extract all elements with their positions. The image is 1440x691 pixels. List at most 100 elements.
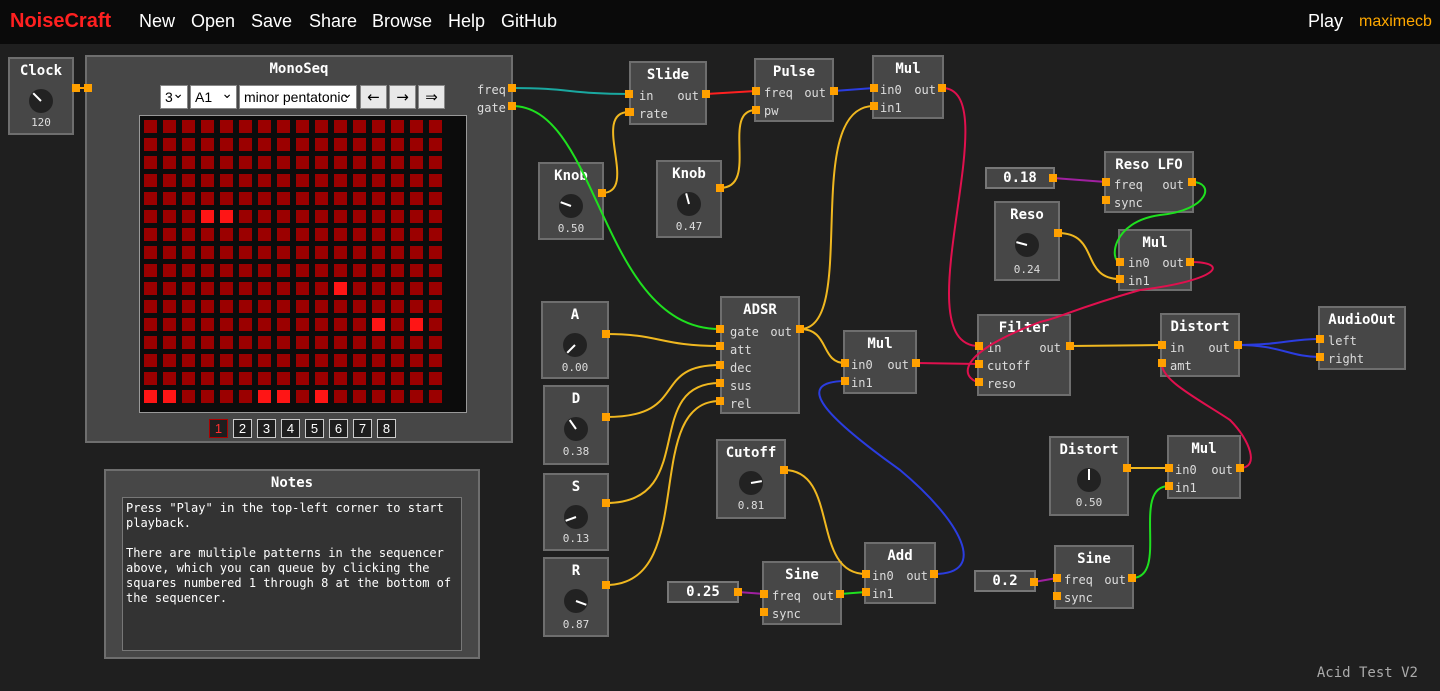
sequencer-cell[interactable] (334, 282, 347, 295)
sequencer-cell[interactable] (277, 174, 290, 187)
monoseq-node[interactable]: MonoSeq 3 A1 minor pentatonic ← → ⇒ 1234… (85, 55, 513, 443)
sequencer-cell[interactable] (296, 138, 309, 151)
sequencer-cell[interactable] (315, 264, 328, 277)
sequencer-cell[interactable] (372, 228, 385, 241)
sequencer-cell[interactable] (201, 156, 214, 169)
sequencer-cell[interactable] (220, 210, 233, 223)
sequencer-cell[interactable] (258, 210, 271, 223)
mul-node-mid[interactable]: Mul in0 in1 out (843, 330, 917, 394)
sequencer-cell[interactable] (429, 156, 442, 169)
sequencer-cell[interactable] (239, 138, 252, 151)
username-link[interactable]: maximecb (1359, 13, 1432, 30)
sequencer-cell[interactable] (144, 336, 157, 349)
sequencer-cell[interactable] (277, 192, 290, 205)
sequencer-cell[interactable] (315, 246, 328, 259)
sequencer-cell[interactable] (258, 318, 271, 331)
sequencer-cell[interactable] (410, 120, 423, 133)
sequencer-cell[interactable] (277, 318, 290, 331)
scale-select[interactable]: minor pentatonic (239, 82, 357, 109)
sequencer-cell[interactable] (372, 372, 385, 385)
sequencer-cell[interactable] (296, 300, 309, 313)
sequencer-cell[interactable] (429, 282, 442, 295)
menu-browse[interactable]: Browse (372, 11, 433, 31)
pattern-button-4[interactable]: 4 (281, 419, 300, 438)
sequencer-cell[interactable] (144, 282, 157, 295)
sequencer-cell[interactable] (315, 192, 328, 205)
sequencer-cell[interactable] (410, 336, 423, 349)
sequencer-cell[interactable] (201, 138, 214, 151)
sequencer-cell[interactable] (429, 138, 442, 151)
knob-node-2[interactable]: Knob 0.47 (656, 160, 722, 238)
sequencer-cell[interactable] (429, 210, 442, 223)
sequencer-cell[interactable] (201, 246, 214, 259)
pattern-button-3[interactable]: 3 (257, 419, 276, 438)
sequencer-cell[interactable] (391, 210, 404, 223)
knob-dial[interactable] (559, 194, 583, 218)
sequencer-cell[interactable] (429, 246, 442, 259)
sequencer-cell[interactable] (182, 282, 195, 295)
sequencer-cell[interactable] (410, 390, 423, 403)
sequencer-cell[interactable] (201, 372, 214, 385)
sequencer-cell[interactable] (429, 192, 442, 205)
sequencer-cell[interactable] (429, 390, 442, 403)
sequencer-cell[interactable] (372, 354, 385, 367)
sequencer-cell[interactable] (239, 174, 252, 187)
sequencer-cell[interactable] (220, 336, 233, 349)
sequencer-cell[interactable] (296, 210, 309, 223)
knob-dial[interactable] (564, 505, 588, 529)
sequencer-cell[interactable] (353, 264, 366, 277)
sequencer-cell[interactable] (277, 300, 290, 313)
sequencer-cell[interactable] (296, 318, 309, 331)
sequencer-cell[interactable] (163, 228, 176, 241)
sequencer-cell[interactable] (163, 192, 176, 205)
sequencer-cell[interactable] (258, 156, 271, 169)
sequencer-cell[interactable] (296, 246, 309, 259)
sequencer-cell[interactable] (163, 156, 176, 169)
root-note-select[interactable]: A1 (190, 82, 237, 109)
sequencer-cell[interactable] (372, 192, 385, 205)
sequencer-cell[interactable] (258, 228, 271, 241)
knob-node-1[interactable]: Knob 0.50 (538, 162, 604, 240)
sequencer-cell[interactable] (315, 390, 328, 403)
sequencer-cell[interactable] (258, 174, 271, 187)
sequencer-cell[interactable] (429, 318, 442, 331)
add-node[interactable]: Add in0 in1 out (864, 542, 936, 604)
app-logo[interactable]: NoiseCraft (10, 10, 112, 32)
sequencer-cell[interactable] (201, 264, 214, 277)
sequencer-cell[interactable] (372, 174, 385, 187)
sequencer-cell[interactable] (353, 390, 366, 403)
knob-dial[interactable] (677, 192, 701, 216)
sequencer-cell[interactable] (277, 390, 290, 403)
sequencer-cell[interactable] (163, 210, 176, 223)
sequencer-cell[interactable] (410, 300, 423, 313)
sequencer-cell[interactable] (182, 156, 195, 169)
sequencer-cell[interactable] (239, 336, 252, 349)
sequencer-cell[interactable] (163, 282, 176, 295)
sequencer-cell[interactable] (296, 372, 309, 385)
sequencer-cell[interactable] (220, 192, 233, 205)
sine-node-2[interactable]: Sine freq sync out (1054, 545, 1134, 609)
sequencer-cell[interactable] (334, 156, 347, 169)
menu-save[interactable]: Save (251, 11, 293, 31)
sequencer-cell[interactable] (372, 210, 385, 223)
sequencer-cell[interactable] (334, 336, 347, 349)
sequencer-cell[interactable] (353, 174, 366, 187)
sequencer-cell[interactable] (220, 354, 233, 367)
sequencer-cell[interactable] (163, 300, 176, 313)
sequencer-cell[interactable] (353, 120, 366, 133)
sequencer-cell[interactable] (144, 156, 157, 169)
sequencer-cell[interactable] (144, 372, 157, 385)
sequencer-cell[interactable] (144, 300, 157, 313)
audioout-node[interactable]: AudioOut left right (1318, 306, 1406, 370)
sequencer-cell[interactable] (258, 120, 271, 133)
sequencer-cell[interactable] (410, 282, 423, 295)
octaves-select[interactable]: 3 (160, 82, 188, 109)
sequencer-cell[interactable] (334, 318, 347, 331)
pulse-node[interactable]: Pulse freq pw out (754, 58, 834, 122)
sequencer-cell[interactable] (144, 228, 157, 241)
sequencer-cell[interactable] (144, 192, 157, 205)
sequencer-cell[interactable] (315, 138, 328, 151)
sequencer-cell[interactable] (239, 120, 252, 133)
sequencer-cell[interactable] (182, 300, 195, 313)
sequencer-cell[interactable] (182, 354, 195, 367)
